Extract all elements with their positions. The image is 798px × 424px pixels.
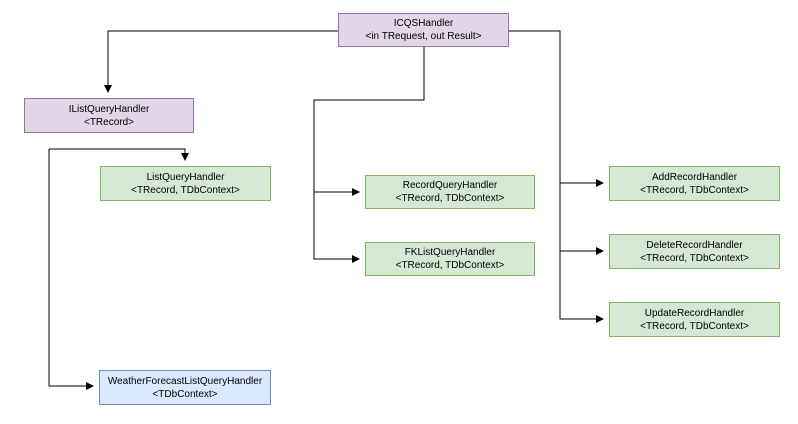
edge-icqs-to-fklist: [313, 192, 360, 263]
node-update-record-handler[interactable]: UpdateRecordHandler <TRecord, TDbContext…: [609, 302, 780, 337]
node-icqs-handler[interactable]: ICQSHandler <in TRequest, out Result>: [338, 13, 509, 47]
node-name: FKListQueryHandler: [404, 247, 496, 258]
edge-icqs-to-addrec: [509, 30, 604, 187]
node-name: WeatherForecastListQueryHandler: [107, 375, 263, 387]
node-ilist-query-handler[interactable]: IListQueryHandler <TRecord>: [24, 98, 194, 133]
node-list-query-handler[interactable]: ListQueryHandler <TRecord, TDbContext>: [100, 166, 271, 201]
node-add-record-handler[interactable]: AddRecordHandler <TRecord, TDbContext>: [609, 166, 780, 201]
node-weatherforecast-list-query-handler[interactable]: WeatherForecastListQueryHandler <TDbCont…: [99, 370, 271, 405]
node-params: <in TRequest, out Result>: [365, 31, 482, 42]
node-params: <TRecord>: [83, 116, 135, 128]
node-name: IListQueryHandler: [68, 103, 150, 115]
node-name: DeleteRecordHandler: [646, 239, 743, 251]
node-params: <TRecord, TDbContext>: [640, 320, 749, 332]
edge-icqs-to-updrec: [559, 251, 604, 323]
node-name: UpdateRecordHandler: [644, 307, 745, 319]
node-params: <TDbContext>: [152, 388, 218, 400]
node-record-query-handler[interactable]: RecordQueryHandler <TRecord, TDbContext>: [365, 175, 535, 209]
node-delete-record-handler[interactable]: DeleteRecordHandler <TRecord, TDbContext…: [609, 234, 780, 269]
edge-ilist-to-listq: [49, 148, 189, 161]
edge-icqs-to-delrec: [559, 183, 604, 255]
edge-icqs-to-recordq: [313, 47, 425, 196]
node-params: <TRecord, TDbContext>: [395, 260, 505, 271]
node-params: <TRecord, TDbContext>: [395, 193, 505, 204]
node-params: <TRecord, TDbContext>: [131, 184, 240, 196]
node-fklist-query-handler[interactable]: FKListQueryHandler <TRecord, TDbContext>: [365, 242, 535, 276]
edge-icqs-to-ilist: [104, 30, 338, 93]
edge-ilist-to-weather: [48, 149, 94, 390]
node-name: AddRecordHandler: [651, 171, 738, 183]
node-name: ICQSHandler: [393, 18, 454, 29]
node-name: RecordQueryHandler: [402, 180, 498, 191]
node-name: ListQueryHandler: [146, 171, 225, 183]
node-params: <TRecord, TDbContext>: [640, 252, 749, 264]
node-params: <TRecord, TDbContext>: [640, 184, 749, 196]
